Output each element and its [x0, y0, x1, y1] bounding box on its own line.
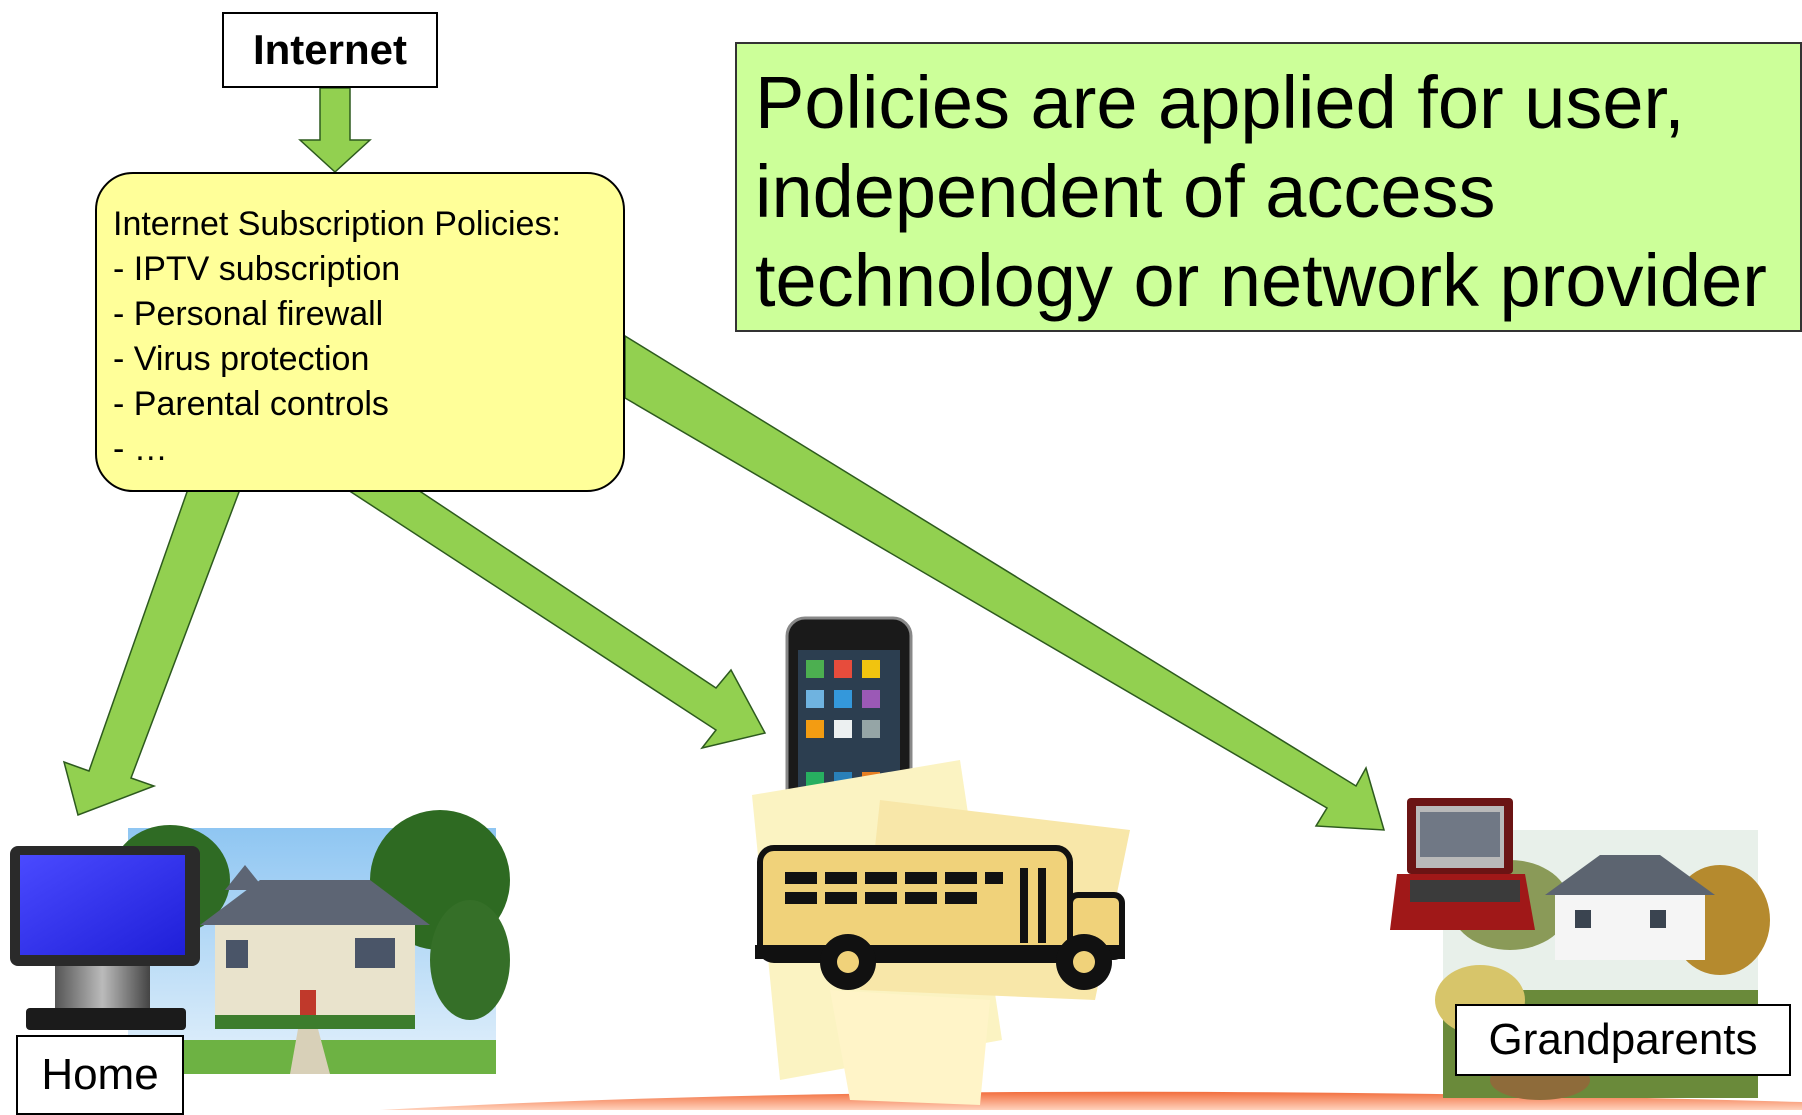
arrow-to-grandparents	[624, 334, 1386, 831]
home-label: Home	[16, 1035, 184, 1115]
grandparents-label-text: Grandparents	[1488, 1015, 1758, 1064]
callout-line: technology or network provider	[755, 239, 1767, 322]
grandparents-label: Grandparents	[1455, 1004, 1791, 1076]
school-bus-icon	[752, 760, 1130, 1105]
policy-item: - Personal firewall	[113, 295, 384, 333]
callout-line: Policies are applied for user,	[755, 61, 1685, 144]
arrow-to-phone	[345, 489, 767, 750]
desktop-computer-icon	[10, 846, 200, 1030]
callout-line: independent of access	[755, 150, 1496, 233]
home-label-text: Home	[41, 1050, 159, 1099]
internet-box: Internet	[222, 12, 438, 88]
policy-item: - IPTV subscription	[113, 250, 401, 288]
policies-title: Internet Subscription Policies:	[113, 205, 561, 243]
arrow-to-home	[62, 471, 243, 816]
policy-item: - Virus protection	[113, 340, 370, 378]
laptop-icon	[1390, 798, 1535, 930]
policy-callout-box: Policies are applied for user, independe…	[735, 42, 1802, 332]
arrow-internet-to-policies	[298, 87, 372, 174]
policy-item: - …	[113, 430, 168, 468]
subscription-policies-box: Internet Subscription Policies: - IPTV s…	[95, 172, 625, 492]
internet-label: Internet	[252, 26, 407, 73]
policy-item: - Parental controls	[113, 385, 389, 423]
